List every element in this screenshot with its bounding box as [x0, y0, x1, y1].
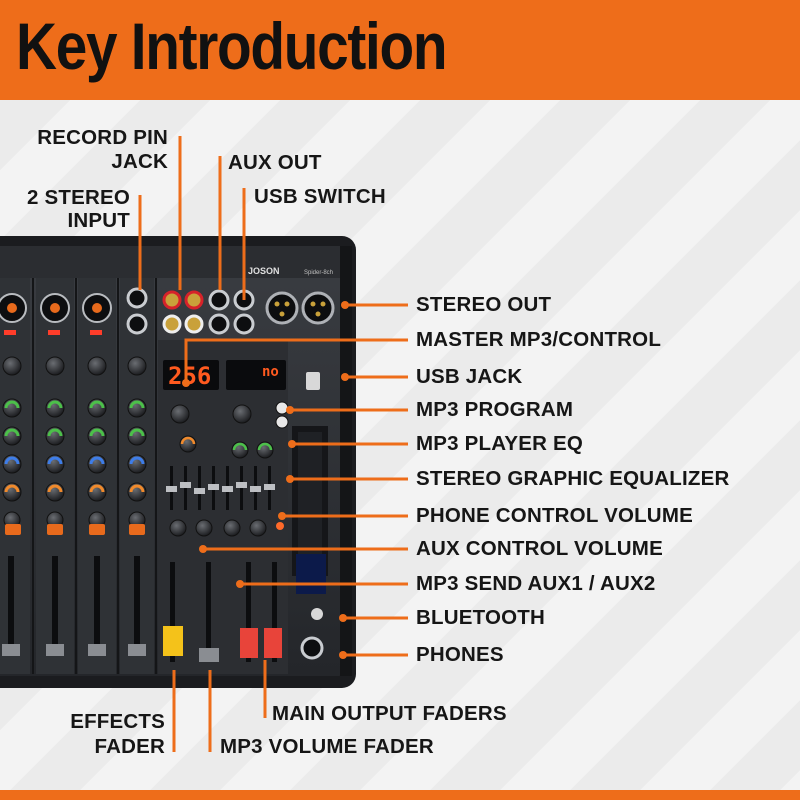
- channel-strips: [0, 278, 157, 674]
- callout-aux-control-volume: AUX CONTROL VOLUME: [416, 537, 663, 560]
- peak-leds: [4, 330, 102, 335]
- callout-effects-fader-line1: EFFECTS: [70, 710, 165, 733]
- callout-main-output-faders: MAIN OUTPUT FADERS: [272, 702, 507, 725]
- callout-stereo-graphic-equalizer: STEREO GRAPHIC EQUALIZER: [416, 467, 730, 490]
- callout-stereo-out: STEREO OUT: [416, 293, 552, 316]
- mixer-illustration: JOSON Spider-8ch: [0, 236, 356, 688]
- mixer-model: Spider-8ch: [304, 270, 333, 276]
- graphic-eq-caps: [166, 482, 275, 494]
- callout-aux-out: AUX OUT: [228, 151, 322, 174]
- master-faders: [163, 562, 282, 662]
- mixer-brand: JOSON: [248, 266, 280, 276]
- callout-record-pin-jack-line1: RECORD PIN: [37, 126, 168, 149]
- record-rca-jacks: [162, 290, 204, 334]
- mp3-eq-knobs: [231, 441, 274, 459]
- stereo-input-jacks: [126, 287, 148, 335]
- phones-jack: [300, 636, 324, 660]
- aux-out-jacks: [208, 289, 255, 335]
- on-buttons: [5, 524, 145, 535]
- callout-mp3-send-aux: MP3 SEND AUX1 / AUX2: [416, 572, 656, 595]
- bluetooth-window: [296, 554, 326, 594]
- callout-record-pin-jack-line2: JACK: [111, 150, 168, 173]
- usb-port: [306, 372, 320, 390]
- callout-bluetooth: BLUETOOTH: [416, 606, 545, 629]
- footer-bar: [0, 790, 800, 800]
- callout-usb-jack: USB JACK: [416, 365, 523, 388]
- callout-phones: PHONES: [416, 643, 504, 666]
- xlr-inputs: [0, 293, 112, 323]
- master-section: [158, 340, 288, 674]
- callout-master-mp3-control: MASTER MP3/CONTROL: [416, 328, 662, 351]
- stereo-out-xlr: [265, 291, 335, 325]
- callout-stereo-input-line1: 2 STEREO: [27, 186, 130, 209]
- mixer-top-strip: [0, 246, 346, 278]
- callout-mp3-volume-fader: MP3 VOLUME FADER: [220, 735, 434, 758]
- channel-faders: [2, 556, 146, 656]
- aux-phone-knobs: [169, 519, 284, 537]
- callout-stereo-input-line2: INPUT: [67, 209, 130, 232]
- meter-window: [298, 432, 322, 564]
- callout-mp3-player-eq: MP3 PLAYER EQ: [416, 432, 584, 455]
- callout-phone-control-volume: PHONE CONTROL VOLUME: [416, 504, 693, 527]
- mp3-display-left-text: 256: [168, 362, 211, 390]
- page-title: Key Introduction: [16, 9, 448, 83]
- callout-effects-fader-line2: FADER: [94, 735, 165, 758]
- header-banner: Key Introduction: [0, 0, 800, 100]
- mp3-display-right-text: no: [262, 364, 279, 380]
- callout-mp3-program: MP3 PROGRAM: [416, 398, 574, 421]
- callout-usb-switch: USB SWITCH: [254, 185, 386, 208]
- bluetooth-button: [311, 608, 323, 620]
- program-knobs: [170, 401, 289, 453]
